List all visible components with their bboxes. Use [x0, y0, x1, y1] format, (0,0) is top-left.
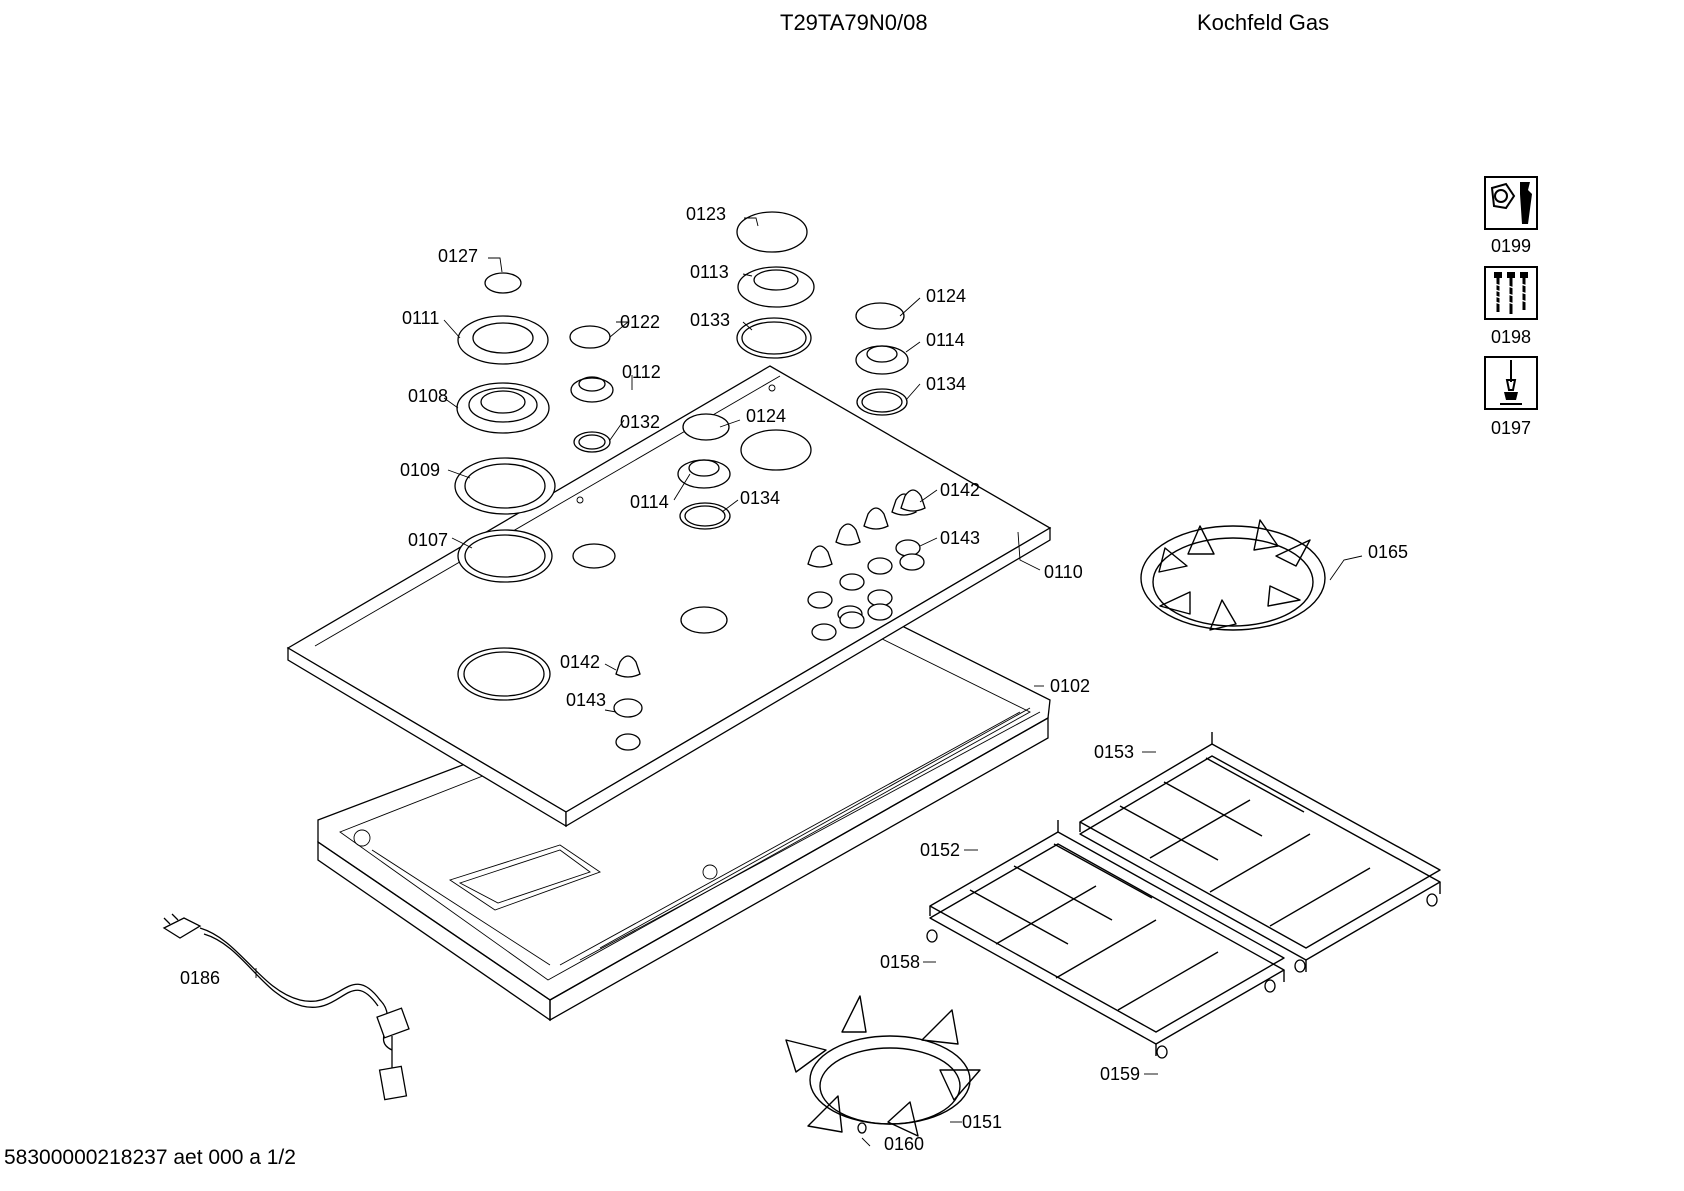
screwdriver-icon [1484, 356, 1538, 410]
part-label: 0132 [620, 412, 660, 432]
side-item-label: 0197 [1490, 418, 1532, 438]
part-label: 0133 [690, 310, 730, 330]
part-label: 0124 [926, 286, 966, 306]
part-label: 0127 [438, 246, 478, 266]
part-label: 0143 [566, 690, 606, 710]
medium-burner-stack [677, 413, 731, 530]
screws-icon [1484, 266, 1538, 320]
part-label: 0186 [180, 968, 220, 988]
part-number-labels: 0123 0127 0113 0111 0122 0133 0124 0114 … [180, 204, 1408, 1154]
side-item-label: 0199 [1490, 236, 1532, 256]
part-label: 0114 [926, 330, 965, 350]
wrench-nut-icon [1484, 176, 1538, 230]
part-label: 0143 [940, 528, 980, 548]
part-label: 0111 [402, 308, 439, 328]
part-label: 0153 [1094, 742, 1134, 762]
document-id: 58300000218237 aet 000 a 1/2 [4, 1146, 296, 1169]
wok-support-0151 [785, 995, 981, 1137]
product-description: Kochfeld Gas [1197, 10, 1330, 35]
part-label: 0108 [408, 386, 448, 406]
cooktop-plate [286, 365, 1052, 828]
side-item-label: 0198 [1490, 327, 1532, 347]
part-label: 0114 [630, 492, 669, 512]
part-label: 0158 [880, 952, 920, 972]
part-label: 0110 [1044, 562, 1083, 582]
part-label: 0122 [620, 312, 660, 332]
part-label: 0160 [884, 1134, 924, 1154]
part-label: 0102 [1050, 676, 1090, 696]
part-label: 0109 [400, 460, 440, 480]
part-label: 0113 [690, 262, 729, 282]
part-label: 0112 [622, 362, 661, 382]
part-label: 0151 [962, 1112, 1002, 1132]
grate-0153 [1079, 732, 1441, 972]
part-label: 0123 [686, 204, 726, 224]
grate-0152 [929, 820, 1285, 1056]
right-burner-stack [855, 302, 909, 416]
part-label: 0134 [926, 374, 966, 394]
power-cord-0186 [162, 913, 410, 1101]
model-number: T29TA79N0/08 [780, 10, 928, 35]
part-label: 0165 [1368, 542, 1408, 562]
control-knobs [613, 489, 926, 751]
leader-lines [255, 217, 1363, 1147]
part-label: 0159 [1100, 1064, 1140, 1084]
left-burner-stack [454, 272, 556, 583]
part-label: 0124 [746, 406, 786, 426]
small-burner-stack [569, 325, 614, 453]
part-label: 0142 [560, 652, 600, 672]
part-label: 0142 [940, 480, 980, 500]
part-label: 0107 [408, 530, 448, 550]
part-label: 0134 [740, 488, 780, 508]
wok-ring-0165 [1140, 519, 1326, 631]
part-label: 0152 [920, 840, 960, 860]
large-burner-stack [736, 211, 815, 359]
rubber-feet [857, 893, 1438, 1134]
